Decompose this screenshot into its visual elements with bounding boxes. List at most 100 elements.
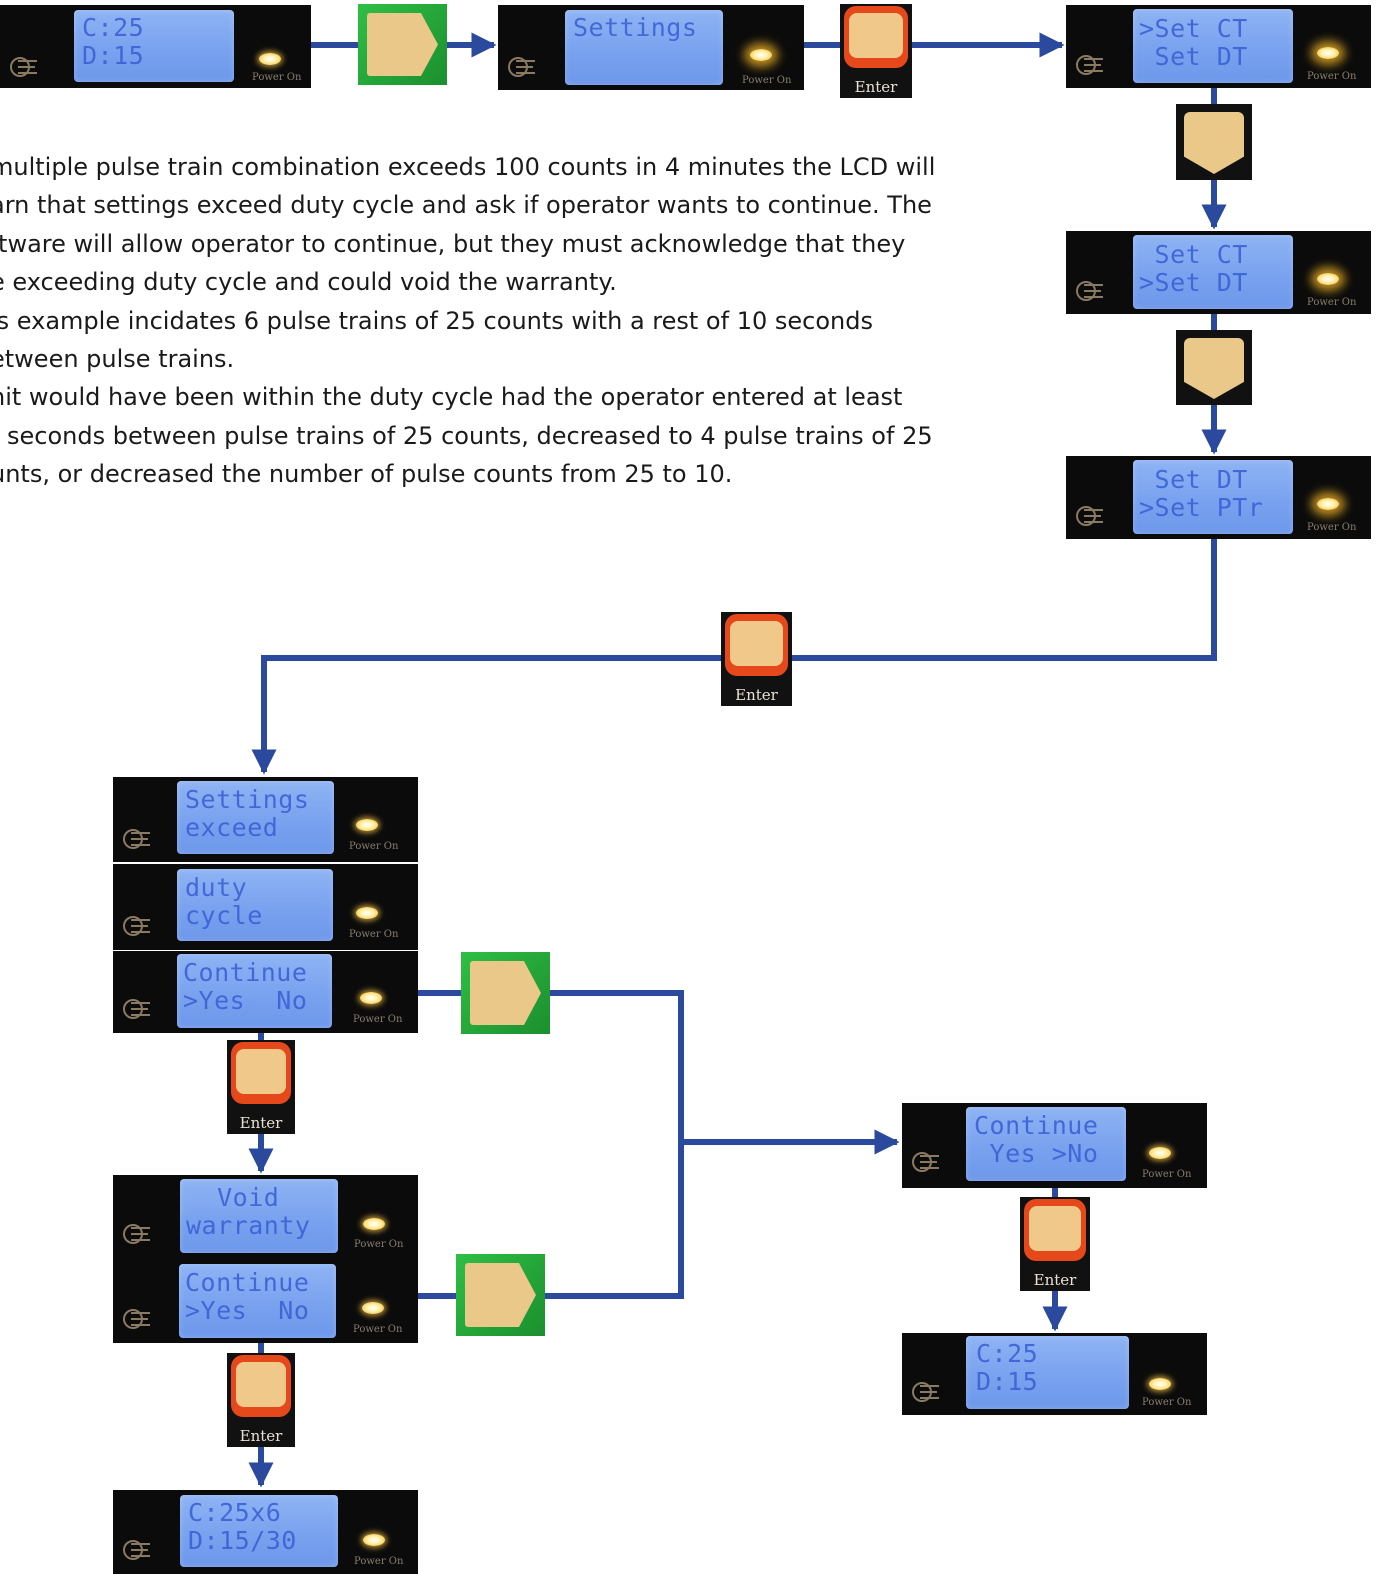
enter-label: Enter	[239, 1427, 283, 1445]
lcd-display: Settings exceed	[177, 781, 334, 854]
power-led-icon	[356, 907, 378, 919]
power-led-icon	[750, 49, 772, 61]
lcd-line-1: Settings	[185, 785, 310, 814]
description-text: multiple pulse train combination exceeds…	[0, 148, 1000, 494]
device-screen-settings-exceed: Settings exceed Power On	[113, 777, 418, 862]
ge-logo-icon	[123, 829, 150, 849]
ge-logo-icon	[123, 1309, 150, 1329]
device-screen-void-warranty: Void warranty Power On	[113, 1175, 418, 1261]
enter-label: Enter	[735, 686, 778, 704]
down-arrow-button-icon[interactable]	[1176, 104, 1252, 180]
description-line: multiple pulse train combination exceeds…	[0, 153, 936, 181]
lcd-line-2: D:15	[976, 1367, 1039, 1396]
lcd-line-1: Settings	[573, 13, 698, 42]
description-line: nit would have been within the duty cycl…	[0, 383, 903, 412]
lcd-display: Settings	[565, 10, 723, 85]
lcd-line-2: exceed	[185, 813, 279, 842]
ge-logo-icon	[123, 916, 150, 936]
lcd-display: C:25 D:15	[966, 1336, 1129, 1409]
lcd-display: Continue Yes >No	[966, 1107, 1126, 1181]
lcd-display: Set CT >Set DT	[1133, 235, 1293, 309]
lcd-line-2: Yes >No	[974, 1139, 1099, 1168]
lcd-line-1: >Set CT	[1139, 14, 1248, 43]
lcd-display: duty cycle	[177, 869, 333, 941]
lcd-display: C:25x6 D:15/30	[180, 1495, 338, 1567]
lcd-line-1: Set DT	[1139, 465, 1248, 494]
device-screen-main-return: C:25 D:15 Power On	[902, 1333, 1207, 1415]
lcd-line-1: Continue	[974, 1111, 1099, 1140]
description-line: arn that settings exceed duty cycle and …	[0, 191, 932, 220]
power-led-icon	[1317, 47, 1339, 59]
lcd-line-1: C:25x6	[188, 1498, 282, 1527]
device-screen-continue-yes: Continue >Yes No Power On	[113, 951, 418, 1033]
lcd-display: Continue >Yes No	[177, 954, 332, 1028]
power-label: Power On	[353, 1014, 403, 1025]
lcd-line-2: >Set PTr	[1139, 493, 1264, 522]
lcd-line-2: >Yes No	[185, 1296, 310, 1325]
power-led-icon	[362, 1302, 384, 1314]
device-screen-settings: Settings Power On	[498, 5, 804, 90]
device-screen-continue-yes-2: Continue >Yes No Power On	[113, 1261, 418, 1343]
ge-logo-icon	[508, 57, 535, 77]
lcd-line-2: cycle	[185, 901, 263, 930]
lcd-line-2: D:15	[82, 41, 145, 70]
lcd-line-1: duty	[185, 873, 248, 902]
lcd-display: Set DT >Set PTr	[1133, 460, 1293, 534]
power-label: Power On	[1142, 1397, 1192, 1408]
lcd-display: C:25 D:15	[74, 10, 234, 82]
lcd-line-2: >Yes No	[183, 986, 308, 1015]
description-line: etween pulse trains.	[0, 345, 235, 374]
ge-logo-icon	[1076, 55, 1103, 75]
enter-button-icon[interactable]: Enter	[1020, 1197, 1090, 1291]
power-led-icon	[360, 992, 382, 1004]
device-screen-set-ct: >Set CT Set DT Power On	[1066, 5, 1371, 88]
lcd-line-1: Set CT	[1139, 240, 1248, 269]
description-line: unts, or decreased the number of pulse c…	[0, 460, 733, 489]
power-label: Power On	[1307, 522, 1357, 533]
enter-button-icon[interactable]: Enter	[840, 4, 912, 98]
enter-label: Enter	[854, 78, 898, 96]
lcd-line-2: >Set DT	[1139, 268, 1248, 297]
lcd-line-1: Continue	[183, 958, 308, 987]
ge-logo-icon	[123, 1224, 150, 1244]
ge-logo-icon	[10, 57, 37, 77]
power-led-icon	[356, 819, 378, 831]
description-line: is example incidates 6 pulse trains of 2…	[0, 306, 873, 335]
power-label: Power On	[349, 929, 399, 940]
power-led-icon	[259, 53, 281, 65]
lcd-line-1: C:25	[976, 1339, 1039, 1368]
lcd-line-1: Void	[186, 1183, 280, 1212]
enter-label: Enter	[1033, 1271, 1077, 1289]
device-screen-set-ptr: Set DT >Set PTr Power On	[1066, 456, 1371, 539]
power-label: Power On	[1142, 1169, 1192, 1180]
power-label: Power On	[353, 1324, 403, 1335]
power-led-icon	[1149, 1147, 1171, 1159]
lcd-line-1: Continue	[185, 1268, 310, 1297]
description-line: ftware will allow operator to continue, …	[0, 229, 906, 258]
ge-logo-icon	[912, 1382, 939, 1402]
device-screen-main: C:25 D:15 Power On	[0, 5, 311, 88]
power-label: Power On	[354, 1239, 404, 1250]
power-label: Power On	[742, 75, 792, 86]
right-arrow-button-icon[interactable]	[358, 4, 447, 85]
ge-logo-icon	[123, 999, 150, 1019]
lcd-display: >Set CT Set DT	[1133, 9, 1293, 83]
enter-button-icon[interactable]: Enter	[227, 1353, 295, 1447]
device-screen-duty-cycle: duty cycle Power On	[113, 864, 418, 950]
ge-logo-icon	[912, 1152, 939, 1172]
right-arrow-button-icon[interactable]	[456, 1254, 545, 1336]
down-arrow-button-icon[interactable]	[1176, 330, 1252, 405]
enter-button-icon[interactable]: Enter	[227, 1040, 295, 1134]
enter-label: Enter	[239, 1114, 283, 1132]
enter-button-icon[interactable]: Enter	[721, 612, 792, 706]
lcd-line-1: C:25	[82, 13, 145, 42]
lcd-line-2: D:15/30	[188, 1526, 297, 1555]
description-line: ) seconds between pulse trains of 25 cou…	[0, 421, 933, 450]
power-label: Power On	[252, 72, 302, 83]
right-arrow-button-icon[interactable]	[461, 952, 550, 1034]
power-label: Power On	[349, 841, 399, 852]
power-label: Power On	[1307, 71, 1357, 82]
device-screen-continue-no: Continue Yes >No Power On	[902, 1103, 1207, 1188]
lcd-display: Continue >Yes No	[179, 1264, 336, 1338]
